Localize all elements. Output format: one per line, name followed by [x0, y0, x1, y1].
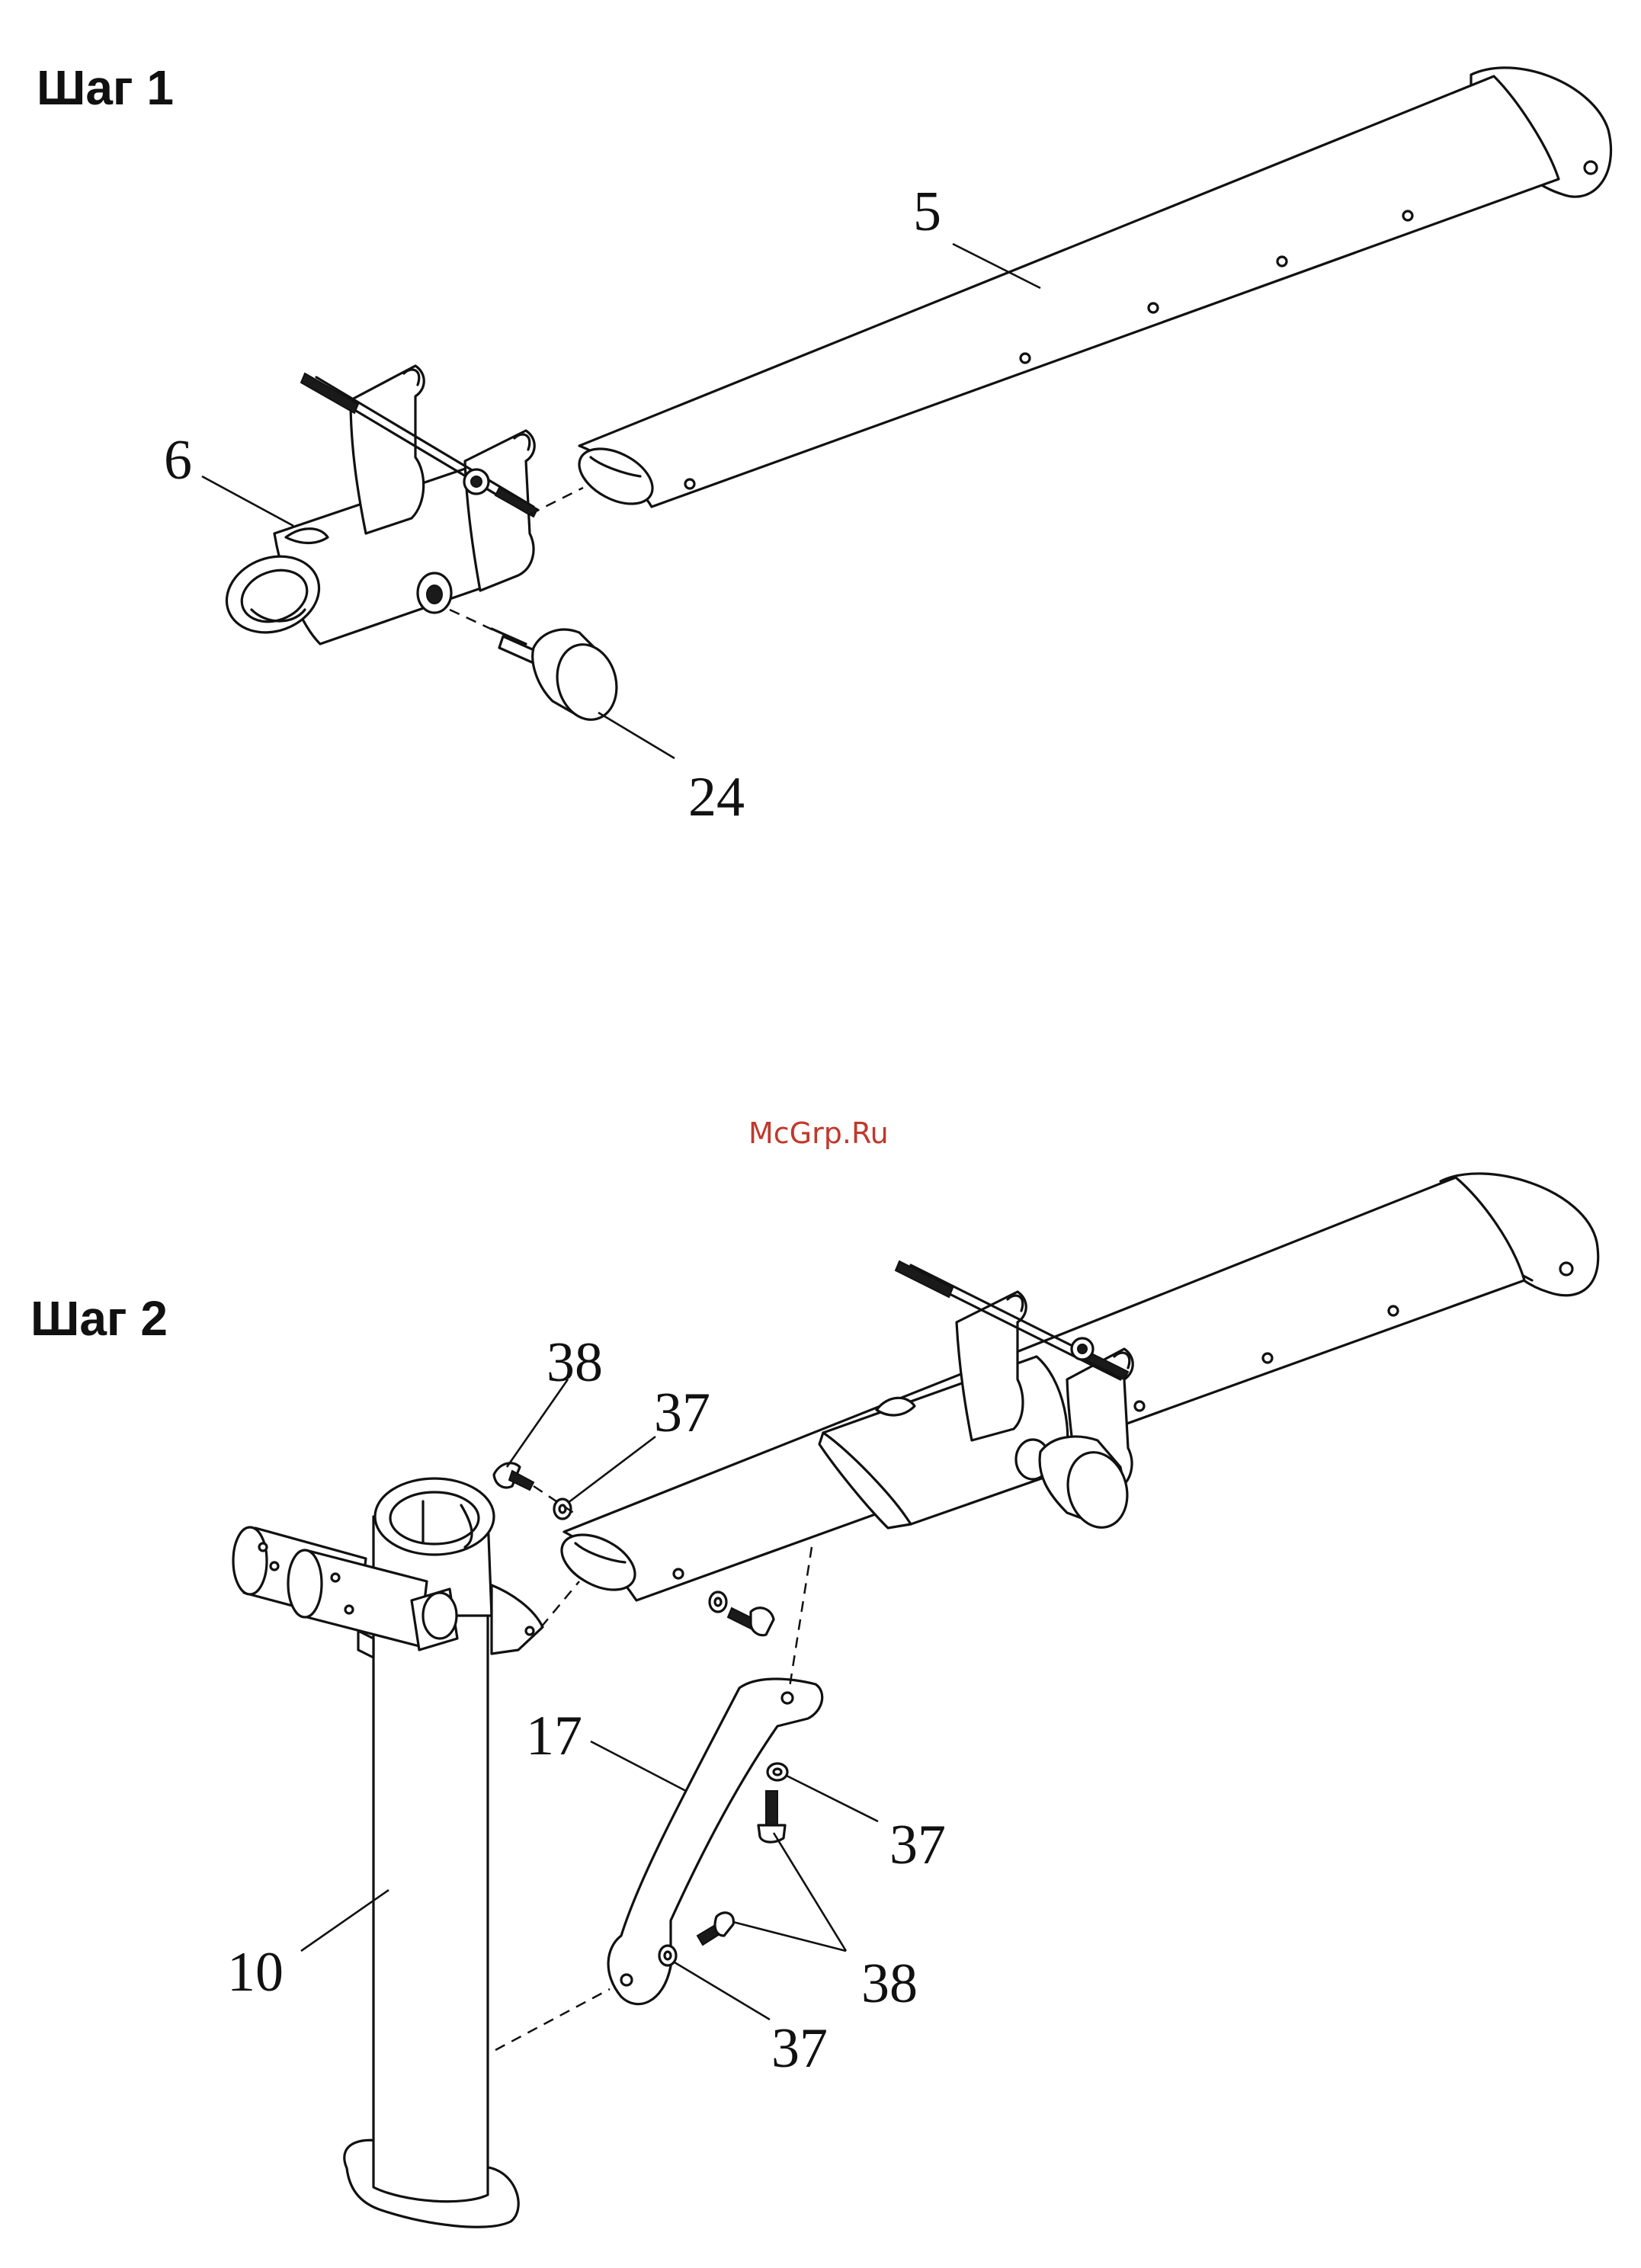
callout-37-top: 37 [654, 1382, 710, 1444]
leader-37-top [568, 1437, 655, 1503]
step-2-title: Шаг 2 [30, 1291, 168, 1346]
washer-37-mid [710, 1592, 726, 1612]
washer-37-lower [659, 1946, 676, 1965]
callout-37-right: 37 [889, 1814, 946, 1876]
bolt-38-top [494, 1463, 534, 1490]
part-17-brace [608, 1679, 822, 2004]
callout-10: 10 [227, 1941, 284, 2004]
leader-24 [598, 713, 675, 758]
callout-17: 17 [526, 1705, 582, 1767]
part-6-sleeve [216, 366, 537, 645]
assembly-line-flange [541, 1581, 579, 1627]
callout-6: 6 [164, 429, 192, 492]
leader-6 [202, 476, 293, 526]
bolt-38-brace-lower [697, 1913, 733, 1945]
leader-17 [591, 1741, 686, 1791]
leader-38-lower-a [774, 1833, 846, 1951]
callout-38-lower: 38 [861, 1952, 918, 2015]
callout-38-top: 38 [546, 1331, 603, 1394]
watermark-text: McGrp.Ru [748, 1116, 889, 1150]
assembly-line-knob [450, 610, 495, 631]
bolt-38-mid [728, 1608, 774, 1635]
step-1-title: Шаг 1 [37, 60, 174, 115]
leader-37-lower [675, 1962, 770, 2020]
callout-5: 5 [913, 181, 941, 243]
assembly-line-brace-bottom [495, 1989, 610, 2050]
leader-37-right [787, 1776, 878, 1821]
part-10-post [233, 1478, 543, 2227]
assembled-sleeve [819, 1261, 1136, 1534]
assembly-line-brace-top [789, 1547, 812, 1692]
part-24-knob [492, 629, 625, 726]
leader-38-lower-b [733, 1922, 846, 1951]
washer-37-brace [768, 1763, 787, 1780]
bolt-38-brace-upper [758, 1791, 785, 1842]
assembly-line-tube [530, 488, 583, 514]
callout-24: 24 [688, 766, 745, 828]
part-5-tube [570, 68, 1611, 515]
callout-37-lower: 37 [771, 2017, 828, 2080]
